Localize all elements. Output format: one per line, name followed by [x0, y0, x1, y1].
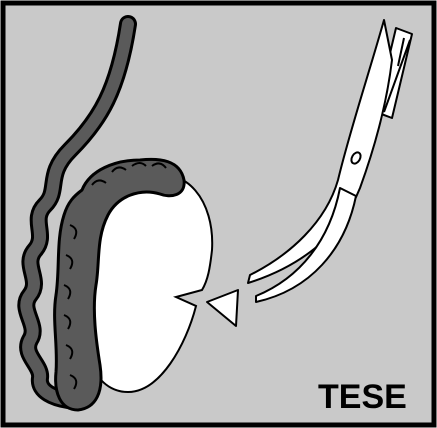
diagram-label: TESE	[318, 378, 407, 416]
